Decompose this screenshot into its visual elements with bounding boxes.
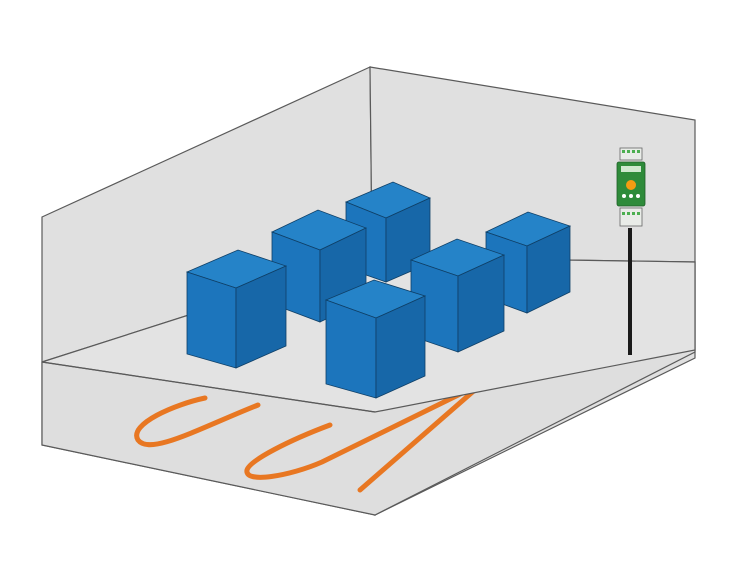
server-cabinet — [324, 279, 427, 399]
server-cabinet — [185, 249, 288, 369]
server-cabinets — [185, 181, 572, 399]
leak-detection-controller-icon — [616, 147, 646, 227]
floor-front-edge — [41, 361, 376, 413]
